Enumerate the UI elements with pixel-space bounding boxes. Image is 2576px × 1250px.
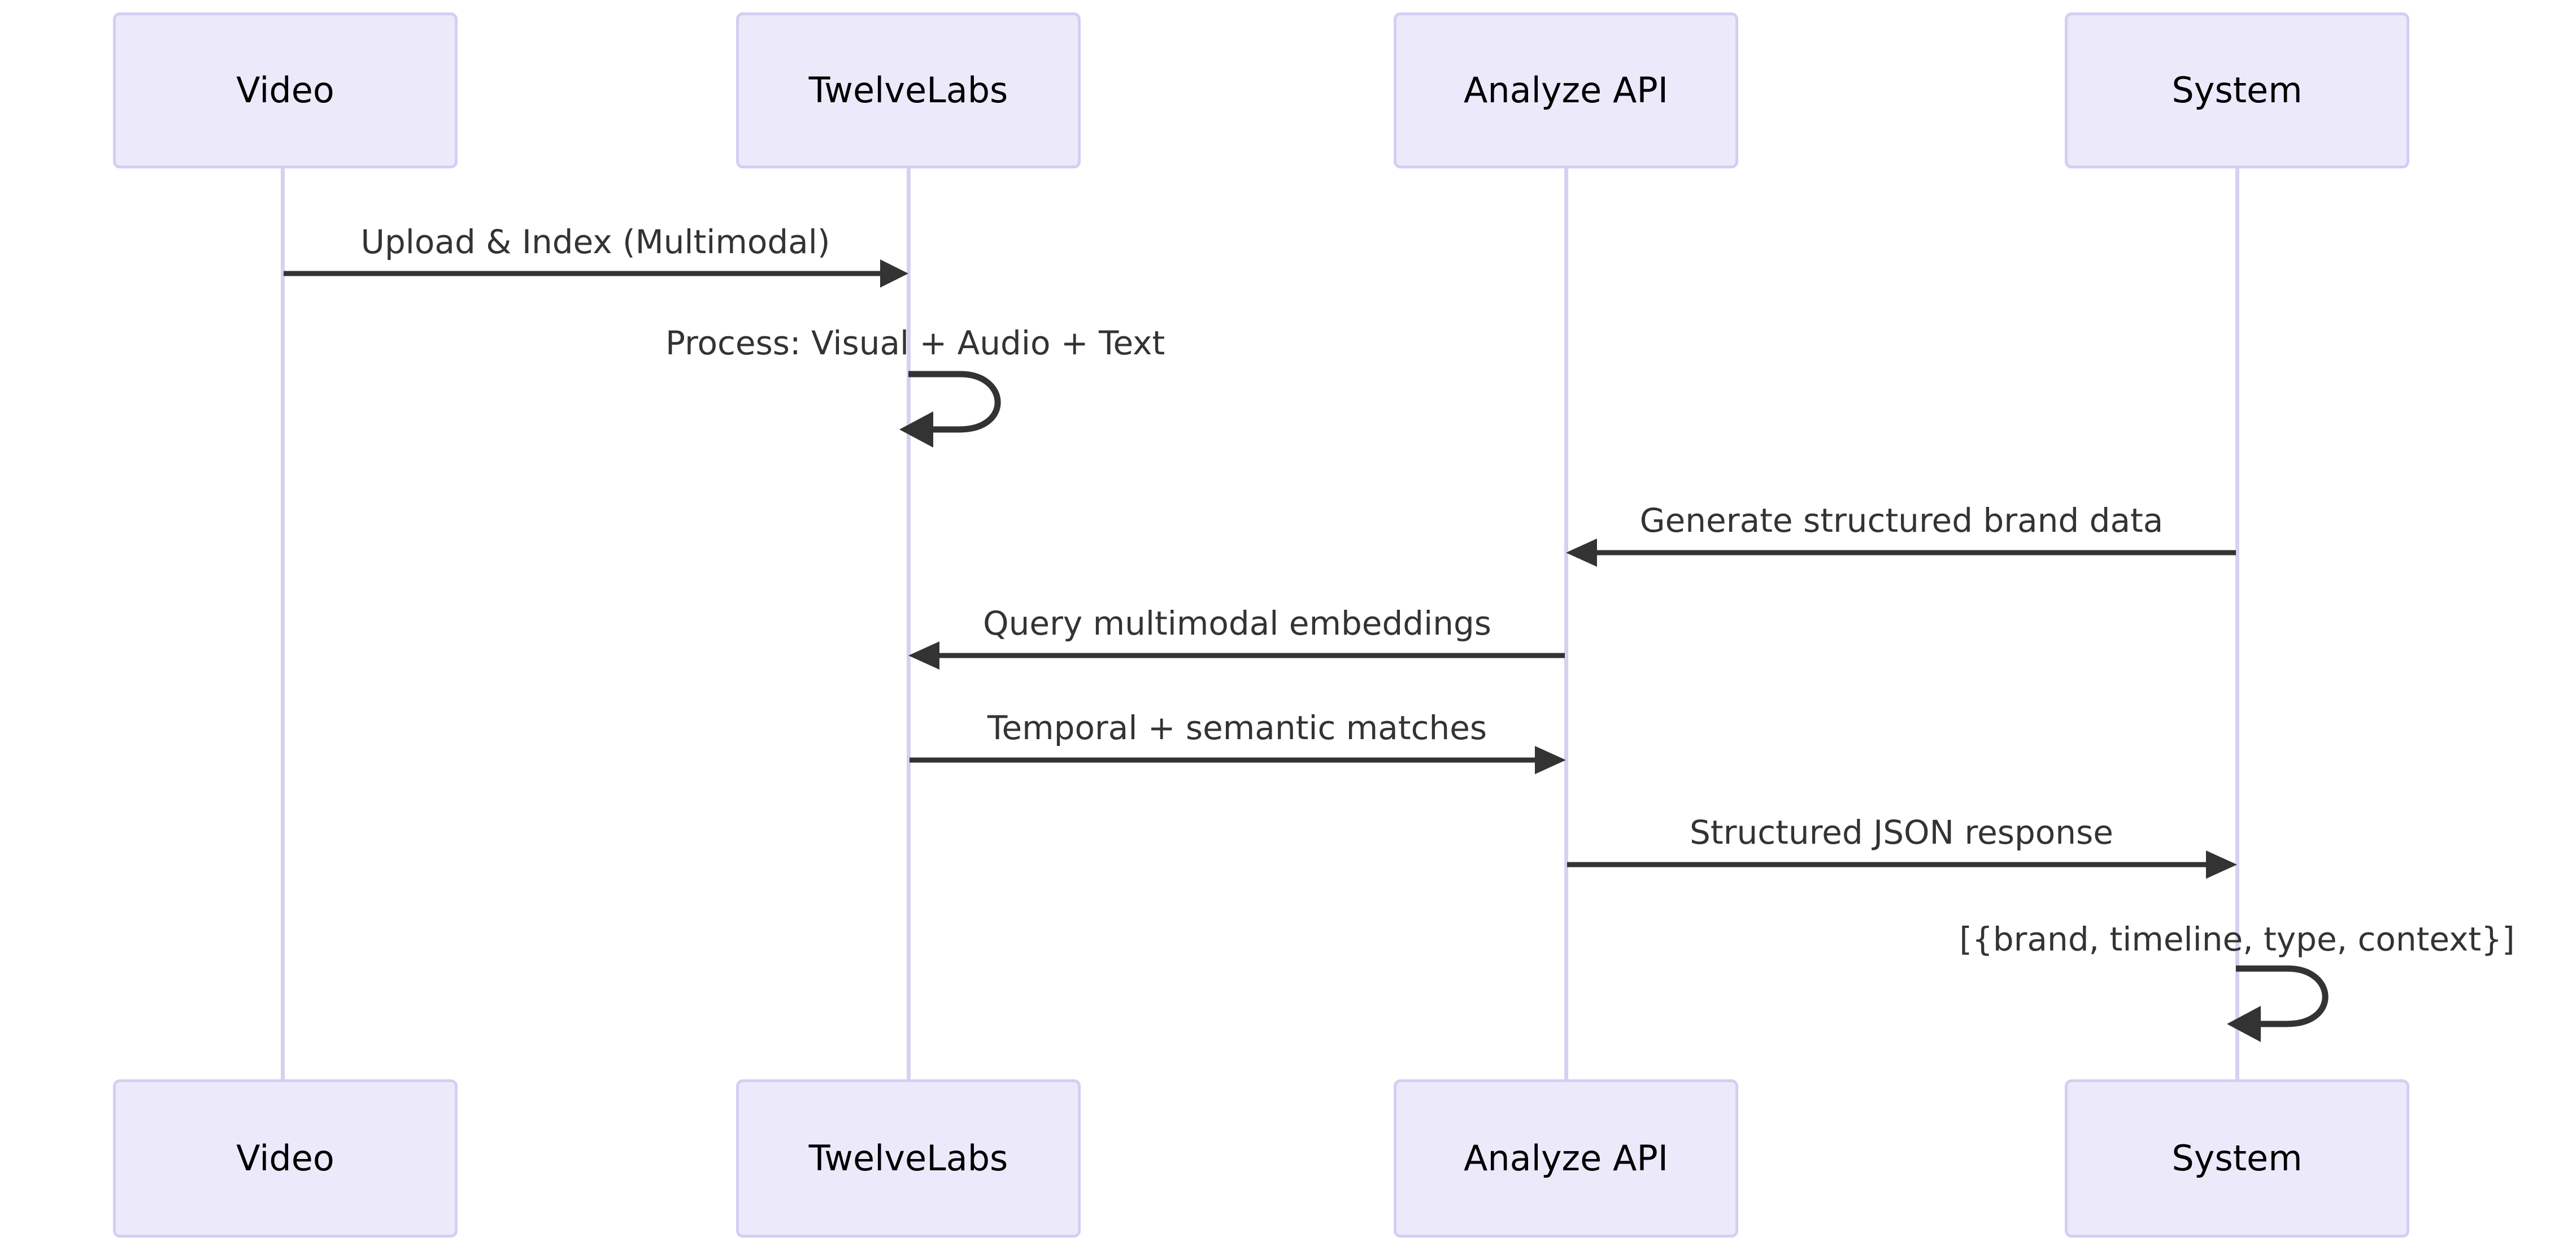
lifeline-system [2235, 168, 2239, 1079]
message-label-query-embeddings: Query multimodal embeddings [982, 604, 1492, 643]
lifeline-analyzeapi [1564, 168, 1568, 1079]
actor-box-twelvelabs-bottom[interactable]: TwelveLabs [736, 1079, 1081, 1238]
actor-box-twelvelabs-top[interactable]: TwelveLabs [736, 12, 1081, 168]
actor-label-system-top: System [2172, 70, 2303, 111]
actor-box-video-bottom[interactable]: Video [113, 1079, 458, 1238]
message-arrow-generate-brand-data [1566, 539, 2236, 567]
actor-label-analyzeapi-bottom: Analyze API [1463, 1138, 1669, 1179]
actor-label-analyzeapi-top: Analyze API [1463, 70, 1669, 111]
message-label-upload-index: Upload & Index (Multimodal) [360, 223, 830, 261]
actor-box-video-top[interactable]: Video [113, 12, 458, 168]
message-arrow-query-embeddings [908, 641, 1565, 670]
message-arrow-temporal-matches [910, 746, 1566, 774]
actor-label-twelvelabs-top: TwelveLabs [808, 70, 1008, 111]
message-selfloop-brand-timeline-context [2227, 965, 2329, 1042]
lifeline-twelvelabs [907, 168, 911, 1079]
actor-label-system-bottom: System [2172, 1138, 2303, 1179]
actor-box-system-bottom[interactable]: System [2065, 1079, 2409, 1238]
message-label-temporal-matches: Temporal + semantic matches [987, 709, 1487, 747]
actor-label-video-top: Video [236, 70, 334, 111]
message-label-brand-timeline-context: [{brand, timeline, type, context}] [1959, 920, 2515, 958]
actor-box-analyzeapi-top[interactable]: Analyze API [1394, 12, 1738, 168]
message-arrow-structured-json [1567, 850, 2237, 879]
actor-label-twelvelabs-bottom: TwelveLabs [808, 1138, 1008, 1179]
actor-box-system-top[interactable]: System [2065, 12, 2409, 168]
message-label-structured-json: Structured JSON response [1690, 813, 2113, 852]
actor-label-video-bottom: Video [236, 1138, 334, 1179]
message-label-generate-brand-data: Generate structured brand data [1639, 501, 2164, 540]
message-arrow-upload-index [284, 259, 908, 288]
message-label-process-multimodal: Process: Visual + Audio + Text [665, 324, 1165, 362]
message-selfloop-process-multimodal [899, 371, 1001, 448]
actor-box-analyzeapi-bottom[interactable]: Analyze API [1394, 1079, 1738, 1238]
lifeline-video [281, 168, 285, 1079]
